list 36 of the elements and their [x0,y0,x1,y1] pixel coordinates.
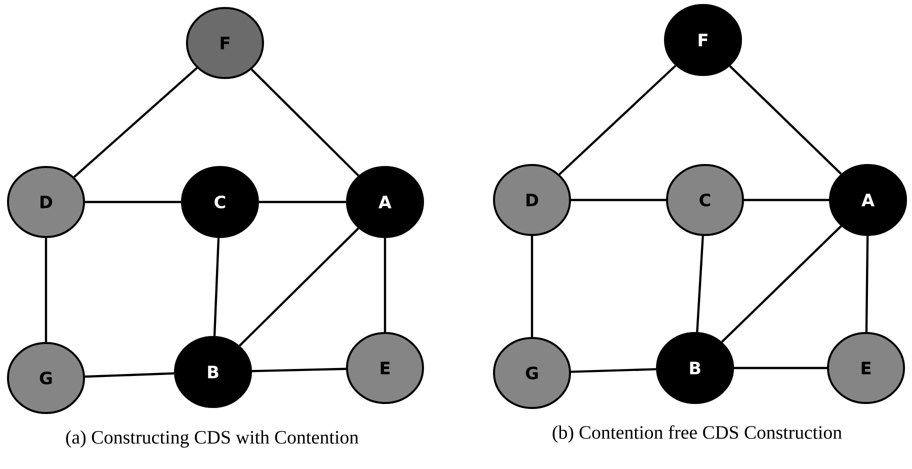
graph-node: E [346,332,424,404]
graph-node: B [174,336,252,408]
graph-node: A [829,164,907,236]
edge-line [865,236,869,332]
graph-node: E [827,332,905,404]
graph-node: G [7,342,85,414]
edge-line [252,368,346,372]
edge-line [213,238,220,336]
edge-line [530,236,534,337]
edge-line [734,366,827,370]
edge-line [259,200,346,204]
graph-node: A [346,166,424,238]
graph-node: F [186,7,264,79]
edge-line [558,64,676,176]
edge-line [744,198,829,202]
edge-line [238,228,360,346]
edge-line [571,198,666,202]
graph-node: C [181,166,259,238]
graph-node: F [664,4,742,76]
edge-line [721,225,842,343]
edge-line [250,68,360,176]
graph-node: G [493,337,571,409]
edge-line [44,238,48,342]
edge-line [85,200,181,204]
subfigure-caption: (b) Contention free CDS Construction [552,425,842,443]
graph-node: D [493,164,571,236]
edge-line [73,67,198,178]
graph-node: D [7,166,85,238]
subfigure-caption: (a) Constructing CDS with Contention [66,430,358,448]
graph-node: B [656,332,734,404]
edge-line [384,238,386,332]
graph-node: C [666,164,744,236]
edge-line [729,65,842,175]
edge-line [84,372,174,378]
edge-line [570,368,656,373]
edge-line [696,236,704,332]
